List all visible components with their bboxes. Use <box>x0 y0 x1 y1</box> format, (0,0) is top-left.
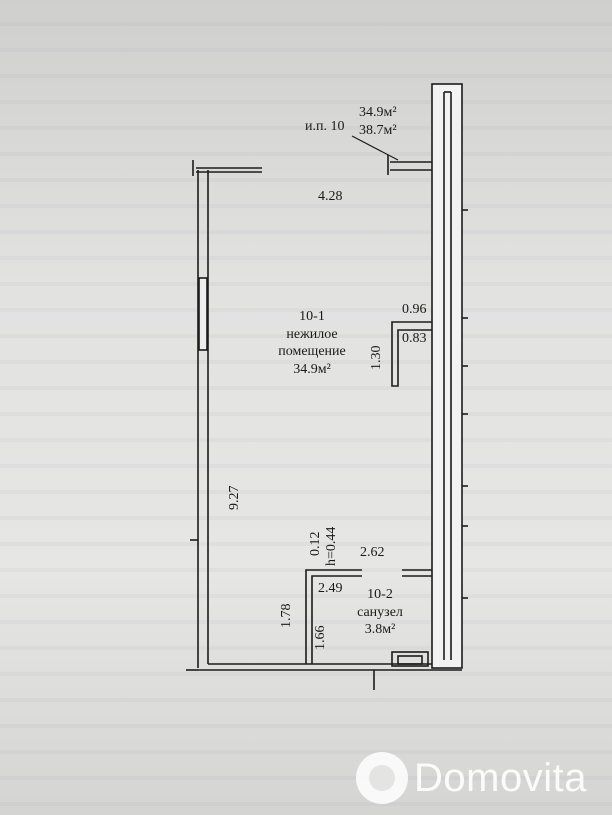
apartment-label: и.п. 10 <box>305 119 345 134</box>
bathroom-partition <box>305 569 362 664</box>
room-10-1-name-line2: помещение <box>278 344 346 359</box>
dim-bath-step: h=0.44 <box>324 526 339 566</box>
dim-bath-width-top: 2.62 <box>360 545 385 560</box>
apartment-area-living: 34.9м² <box>359 105 397 120</box>
dim-room-length: 9.27 <box>227 485 242 511</box>
dim-niche-depth: 0.83 <box>402 331 427 346</box>
room-10-1-name-line1: нежилое <box>286 326 338 342</box>
bath-fixture <box>391 651 429 667</box>
dim-bath-offset: 0.12 <box>308 531 323 557</box>
niche-outline <box>391 321 432 387</box>
room-10-1-label: 10-1 нежилое помещение 34.9м² <box>262 308 362 378</box>
watermark: Domovita <box>356 752 587 804</box>
room-10-2-name: санузел <box>357 604 403 620</box>
room-10-2-label: 10-2 санузел 3.8м² <box>348 586 412 639</box>
watermark-text: Domovita <box>414 755 587 800</box>
left-window <box>198 277 208 351</box>
dim-bath-depth-outer: 1.78 <box>279 603 294 629</box>
dim-bath-depth-inner: 1.66 <box>313 625 328 651</box>
dim-top-width: 4.28 <box>318 189 343 204</box>
label-leader <box>351 135 399 161</box>
room-10-2-area: 3.8м² <box>364 622 396 637</box>
apartment-area-total: 38.7м² <box>359 122 397 138</box>
room-10-2-id: 10-2 <box>367 587 393 602</box>
room-10-1-area: 34.9м² <box>293 361 331 377</box>
dim-niche-width: 0.96 <box>402 302 427 317</box>
room-10-1-id: 10-1 <box>299 309 325 324</box>
domovita-logo-icon <box>356 752 408 804</box>
dim-bath-width-inner: 2.49 <box>318 581 343 596</box>
apartment-areas: 34.9м² 38.7м² <box>359 104 397 139</box>
dim-niche-height: 1.30 <box>369 345 384 371</box>
right-wall <box>431 83 463 669</box>
